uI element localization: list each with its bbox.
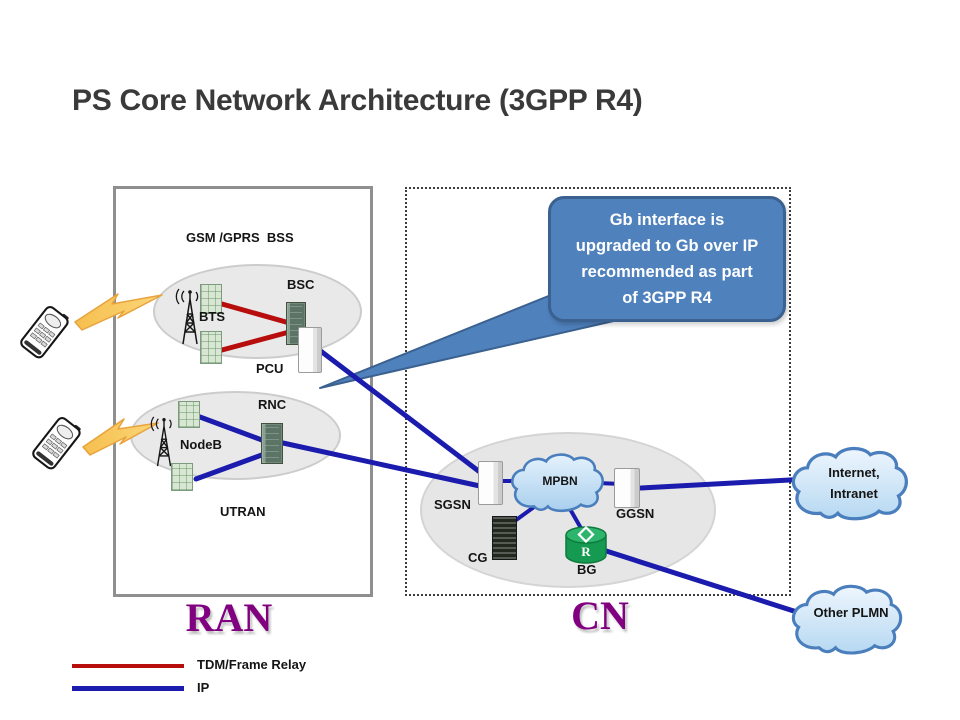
legend-tdm-line-swatch [72, 664, 184, 668]
pcu-cabinet-icon [298, 327, 322, 373]
ran-region-label: RAN [185, 595, 273, 640]
callout-bubble: Gb interface is upgraded to Gb over IP r… [548, 196, 786, 322]
bts-cabinet-icon [200, 331, 222, 364]
pcu-label: PCU [256, 361, 284, 376]
cg-cabinet-icon [492, 516, 517, 560]
other-plmn-label: Other PLMN [813, 605, 889, 620]
bsc-label: BSC [287, 277, 315, 292]
callout-line: of 3GPP R4 [622, 289, 712, 307]
rnc-cabinet-icon [261, 423, 283, 464]
cn-region-label: CN [571, 593, 629, 638]
rnc-label: RNC [258, 397, 287, 412]
mobile-phone-icon [32, 417, 81, 470]
internet-cloud-label-line2: Intranet [830, 486, 878, 501]
nodeb-cabinet-icon [171, 463, 193, 491]
bts-label: BTS [199, 309, 225, 324]
mobile-phone-icon [20, 306, 69, 359]
cg-label: CG [468, 550, 488, 565]
bts-cabinet-icon [200, 284, 222, 314]
utran-group-label: UTRAN [220, 504, 266, 519]
page-title: PS Core Network Architecture (3GPP R4) [72, 84, 643, 117]
callout-line: recommended as part [581, 263, 753, 281]
ggsn-cabinet-icon [614, 468, 640, 508]
legend-tdm-label: TDM/Frame Relay [197, 657, 307, 672]
other-plmn-cloud [791, 584, 903, 655]
callout-line: Gb interface is [609, 211, 725, 229]
sgsn-label: SGSN [434, 497, 471, 512]
mpbn-label: MPBN [542, 474, 578, 488]
internet-cloud-label-line1: Internet, [828, 465, 880, 480]
gsm-bss-group-label: GSM /GPRS BSS [186, 230, 294, 245]
bg-router-icon: R [565, 525, 607, 564]
nodeb-cabinet-icon [178, 401, 200, 428]
bg-router-letter: R [581, 544, 591, 559]
nodeb-tower-icon [150, 416, 172, 467]
nodeb-label: NodeB [180, 437, 222, 452]
mpbn-cloud [511, 453, 604, 513]
legend-ip-label: IP [197, 680, 210, 695]
bg-label: BG [577, 562, 597, 577]
bts-tower-icon [175, 288, 199, 345]
legend-ip-line-swatch [72, 686, 184, 691]
sgsn-cabinet-icon [478, 461, 503, 505]
callout-line: upgraded to Gb over IP [575, 237, 759, 255]
ggsn-label: GGSN [616, 506, 655, 521]
